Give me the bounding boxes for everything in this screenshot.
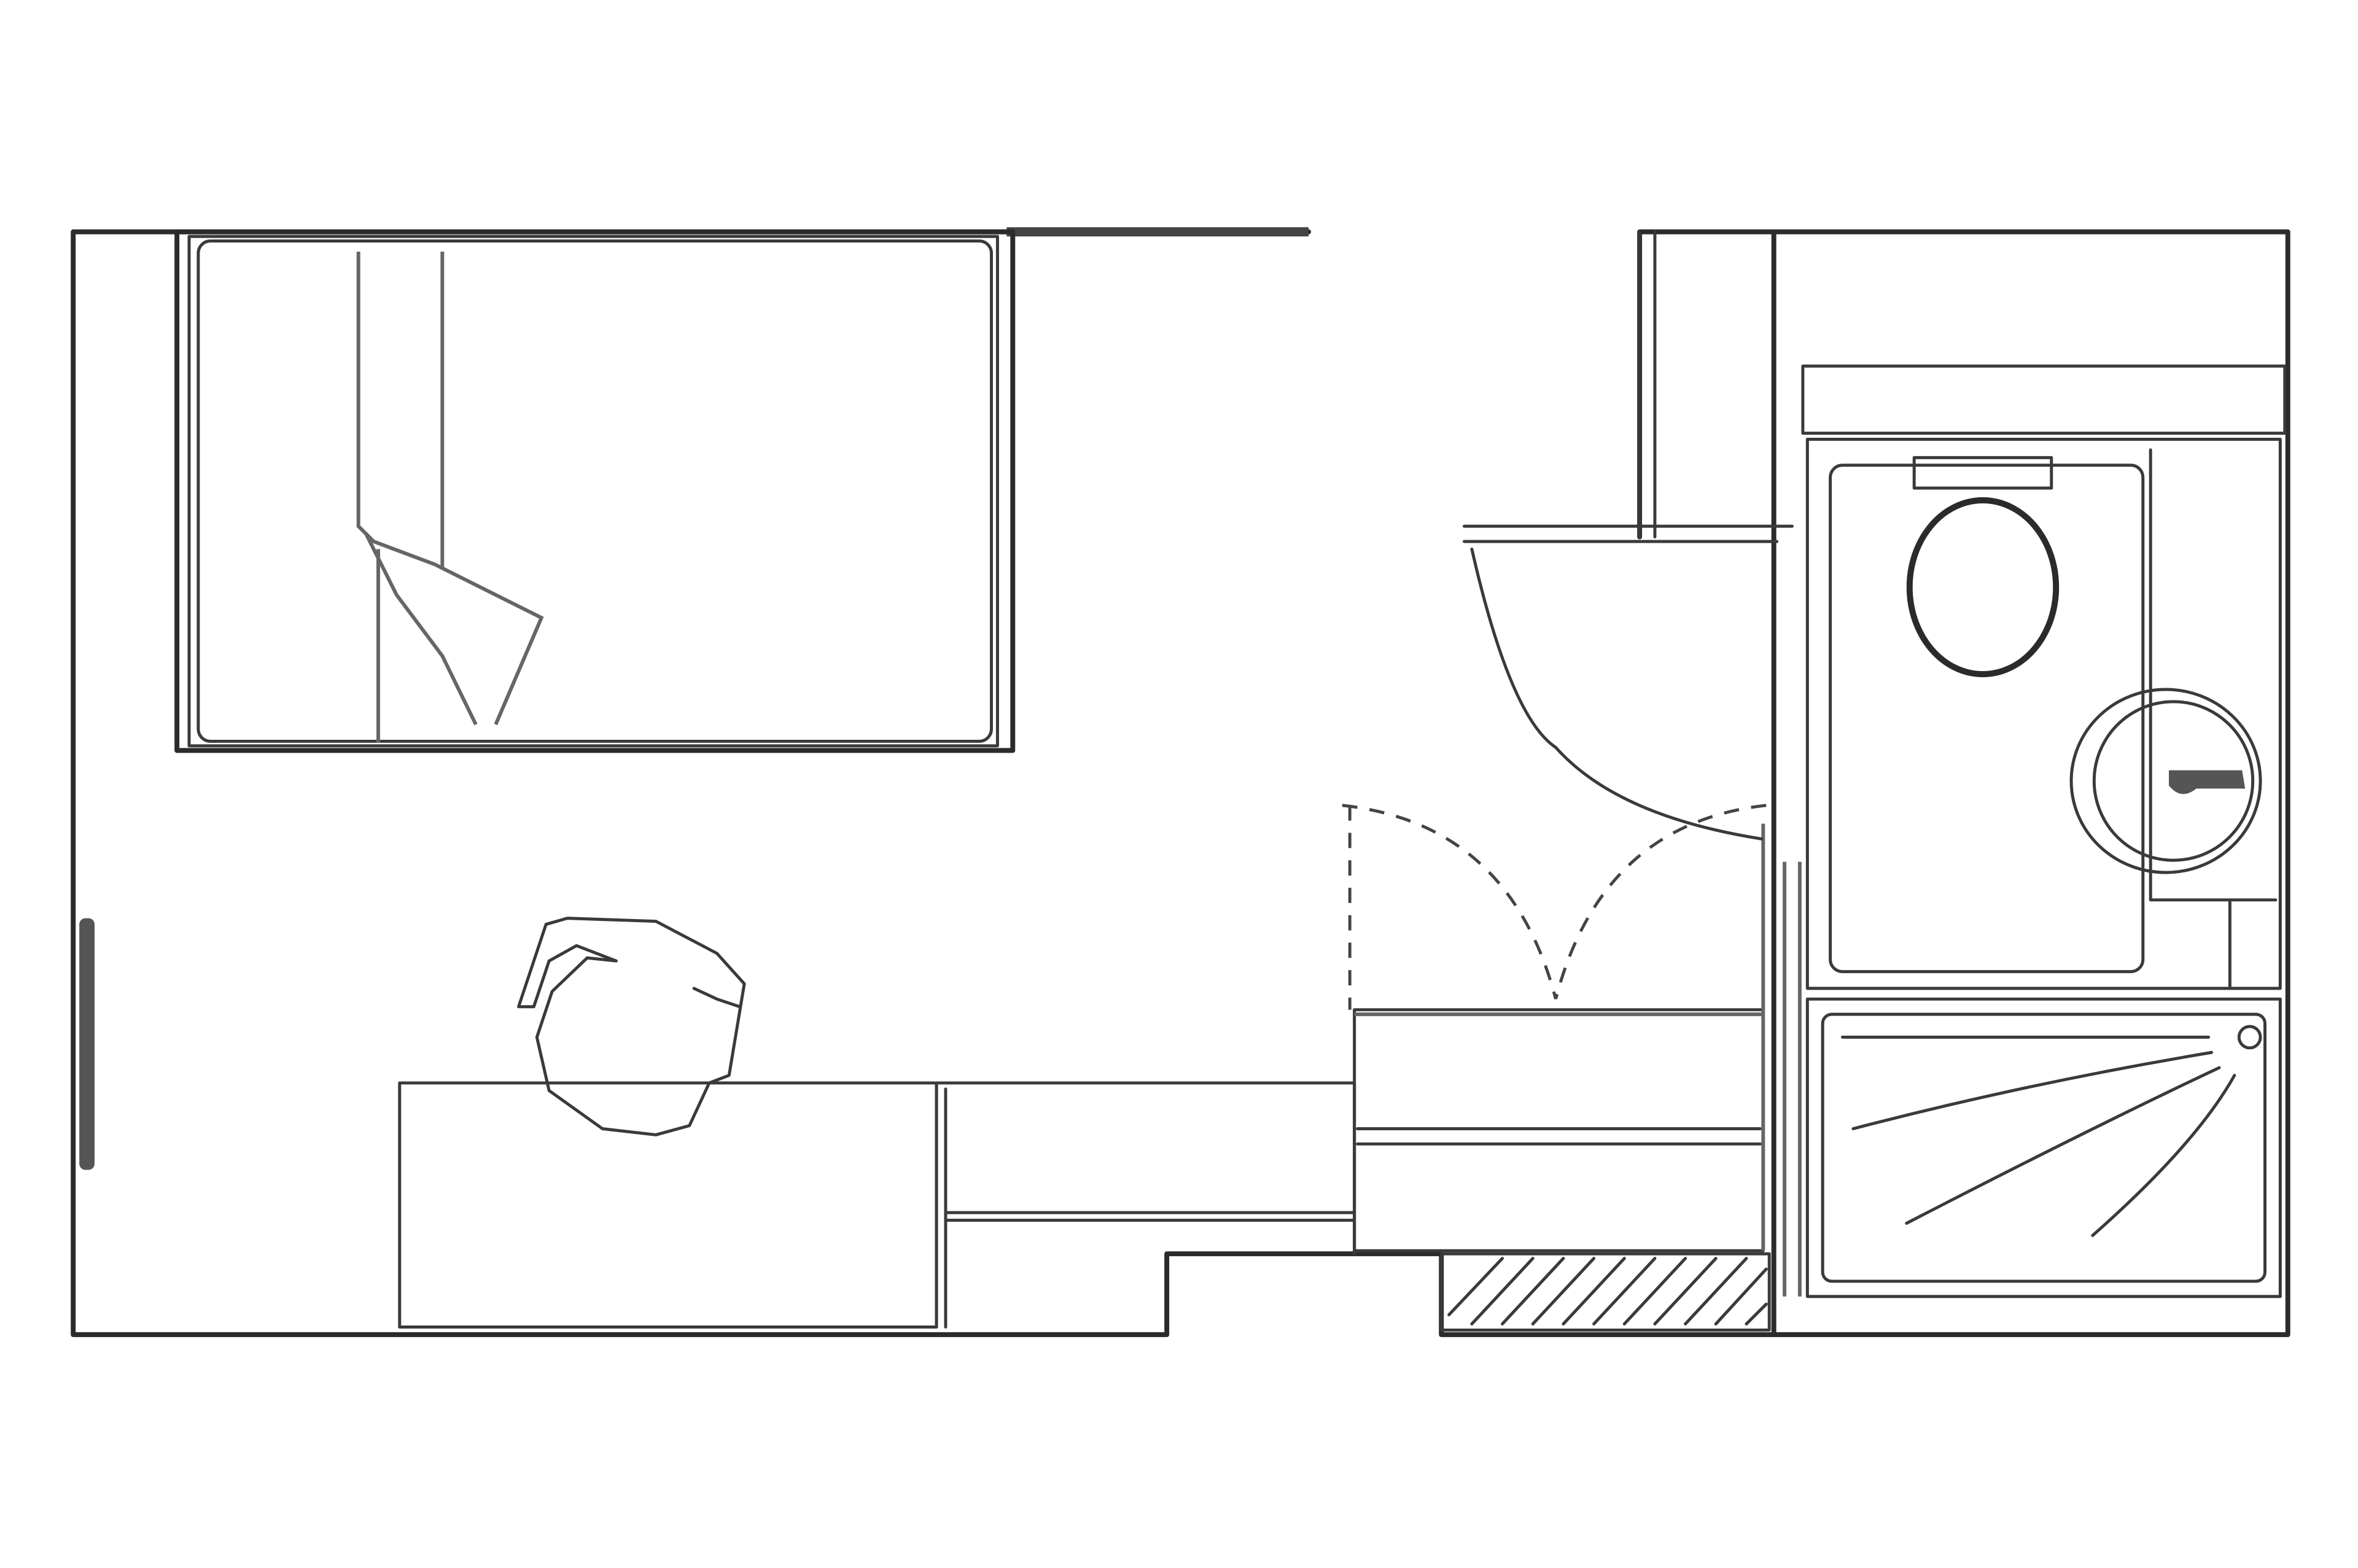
outer-walls — [71, 227, 2290, 1337]
bathroom-door — [1462, 230, 1794, 840]
bed — [174, 229, 1016, 753]
toilet — [1906, 456, 2060, 678]
washbasin — [2069, 688, 2262, 874]
desk — [398, 1081, 1356, 1329]
door-handle — [79, 918, 95, 1170]
hatched-wall — [1439, 1252, 1771, 1332]
shelf — [1801, 364, 2287, 435]
shower — [1783, 861, 2282, 1298]
cabinet — [1342, 804, 1767, 1252]
toilet-cubicle — [1805, 438, 2282, 990]
armchair — [517, 917, 746, 1136]
